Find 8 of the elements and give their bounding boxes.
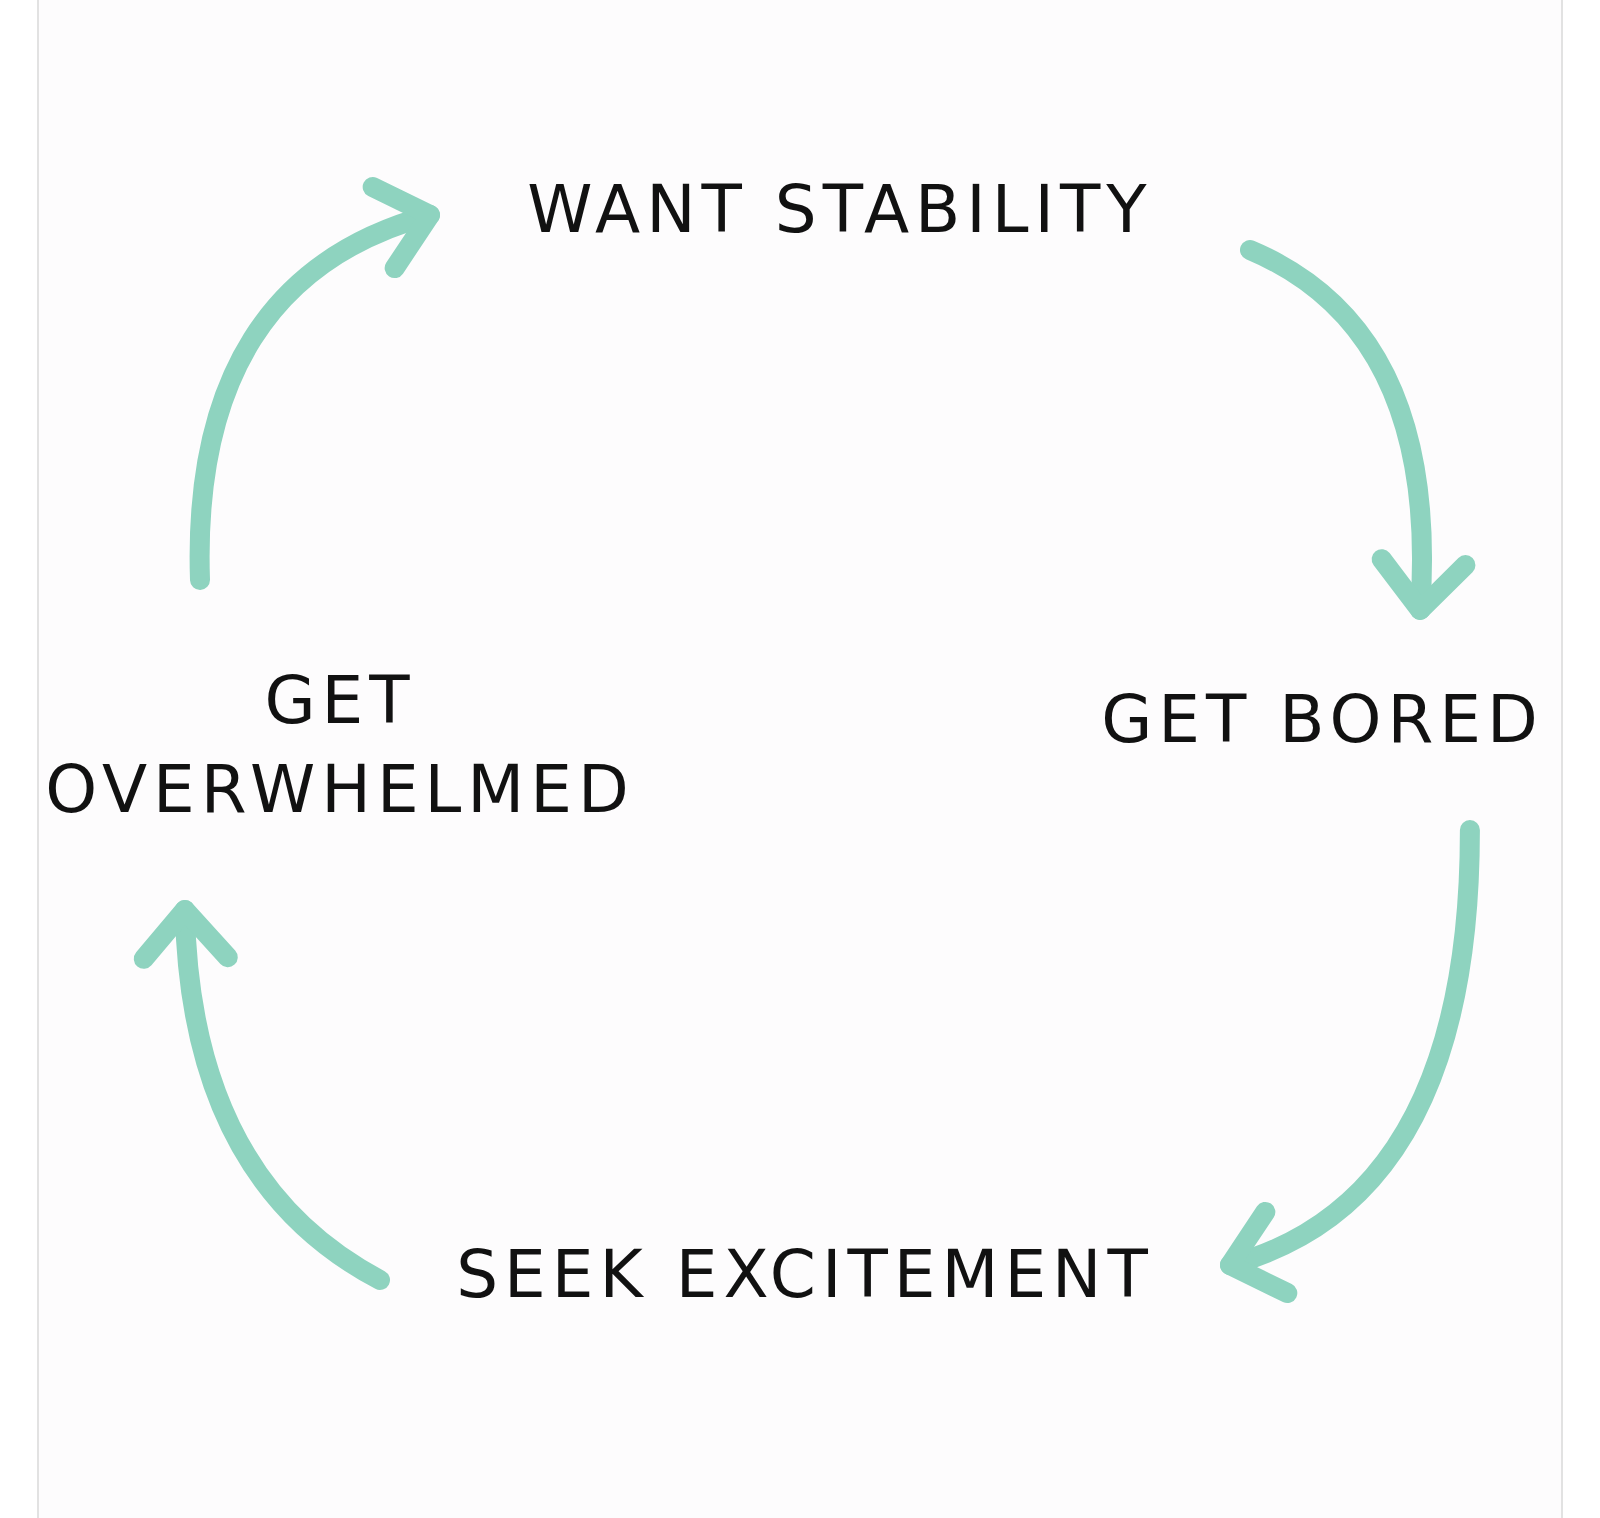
stage-label: WANT STABILITY [527,170,1153,251]
curved-arrow [135,900,390,1290]
stage-label: GET OVERWHELMED [45,660,635,830]
curved-arrow [190,179,440,590]
curved-arrow [1240,240,1475,620]
curved-arrow [1220,820,1480,1300]
stage-label: GET BORED [1101,680,1544,761]
stage-label: SEEK EXCITEMENT [456,1235,1154,1316]
